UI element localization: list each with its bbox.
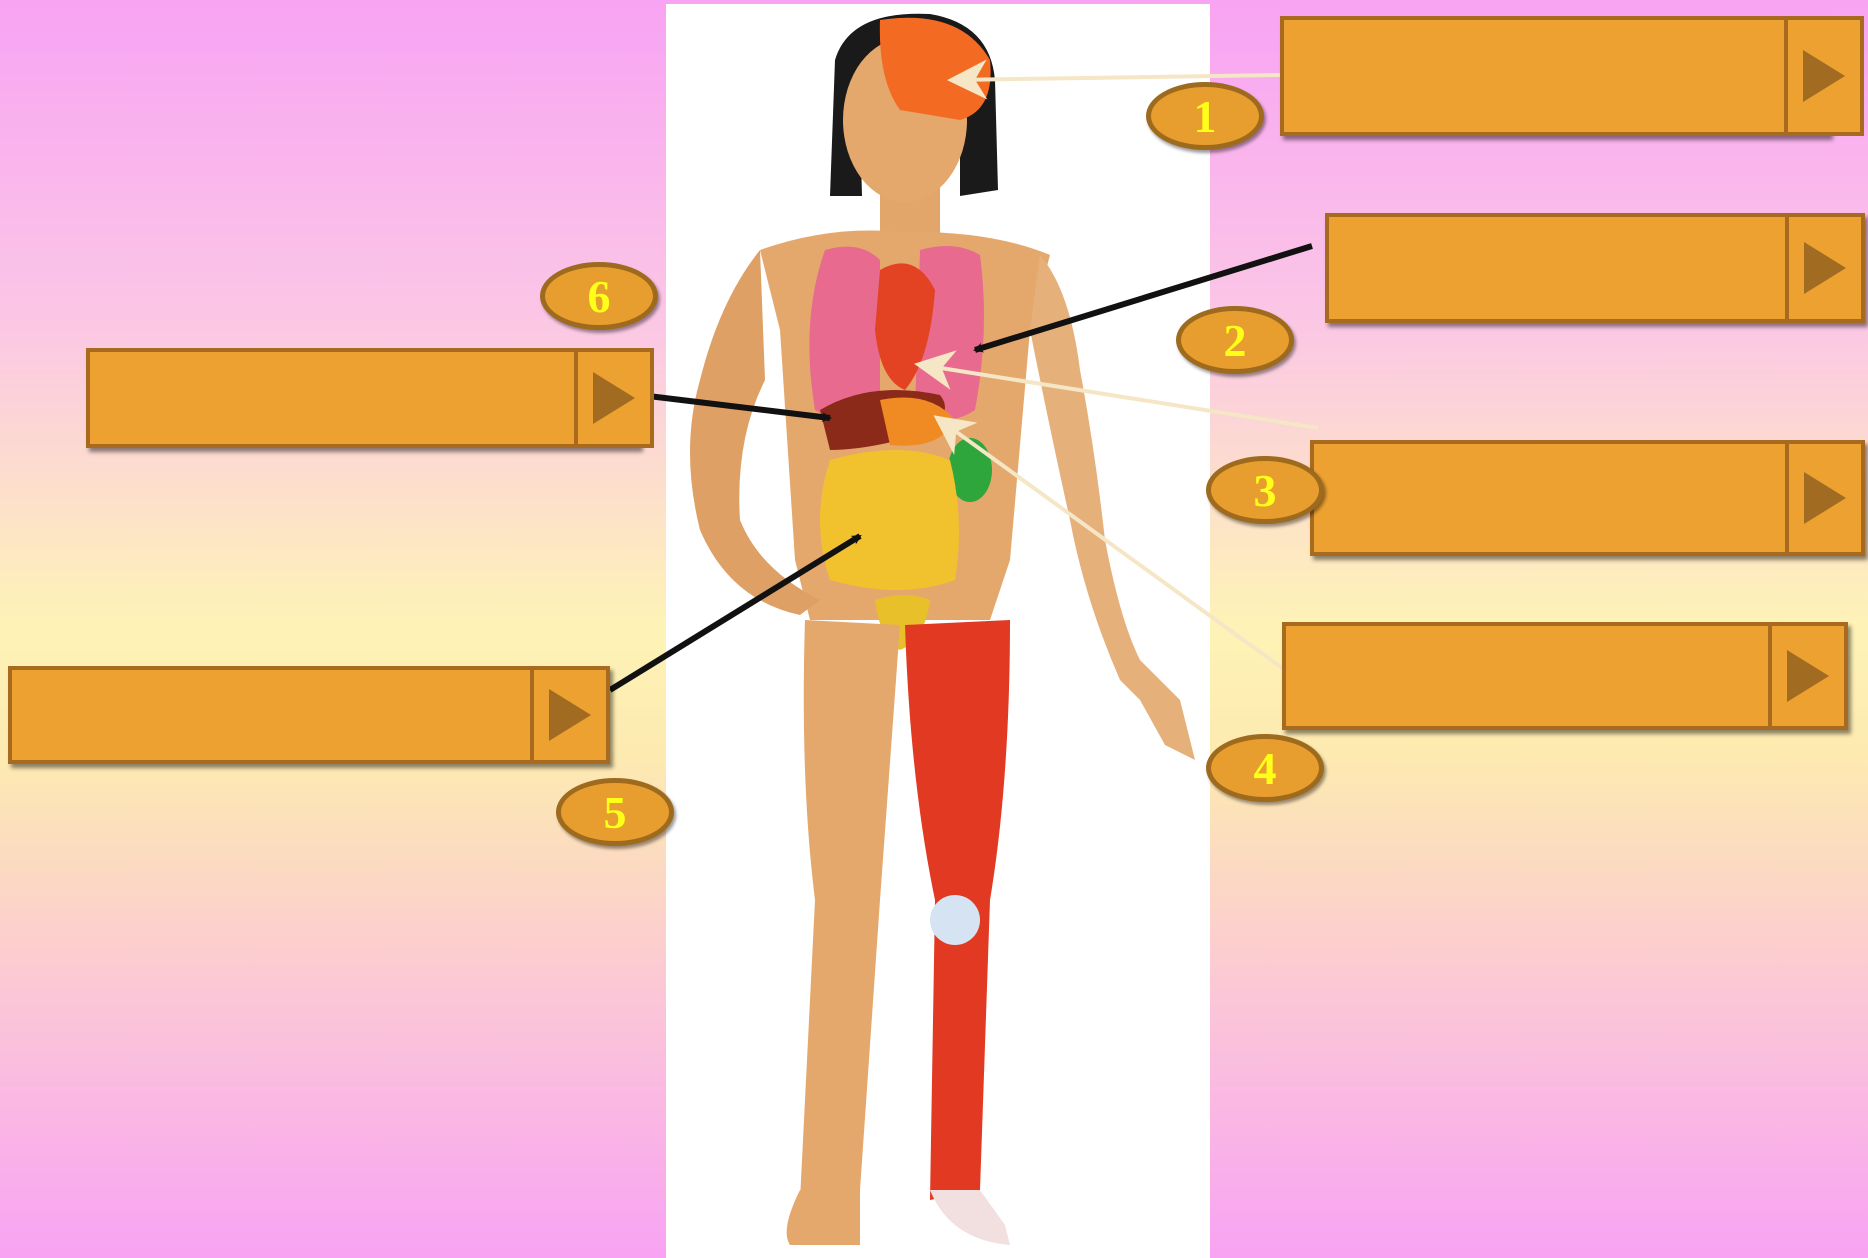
- label-box-1[interactable]: [1280, 16, 1830, 136]
- play-icon[interactable]: [1784, 16, 1864, 136]
- label-box-5[interactable]: [8, 666, 610, 764]
- brain: [880, 18, 991, 120]
- label-box-3[interactable]: [1310, 440, 1865, 556]
- label-box-6[interactable]: [86, 348, 640, 448]
- play-icon[interactable]: [1768, 622, 1848, 730]
- badge-2: 2: [1176, 306, 1294, 374]
- play-icon[interactable]: [1785, 440, 1865, 556]
- left-leg: [800, 620, 900, 1200]
- badge-1: 1: [1146, 82, 1264, 150]
- badge-3: 3: [1206, 456, 1324, 524]
- label-box-2[interactable]: [1325, 213, 1865, 323]
- right-arm: [1030, 255, 1195, 760]
- badge-5: 5: [556, 778, 674, 846]
- label-box-4[interactable]: [1282, 622, 1848, 730]
- play-icon[interactable]: [1785, 213, 1865, 323]
- right-foot: [930, 1190, 1010, 1245]
- arrow-1: [955, 75, 1280, 80]
- play-icon[interactable]: [574, 348, 654, 448]
- play-icon[interactable]: [530, 666, 610, 764]
- intestines: [820, 450, 959, 590]
- badge-4: 4: [1206, 734, 1324, 802]
- knee-tendon: [930, 895, 980, 945]
- left-foot: [787, 1190, 860, 1245]
- badge-6: 6: [540, 262, 658, 330]
